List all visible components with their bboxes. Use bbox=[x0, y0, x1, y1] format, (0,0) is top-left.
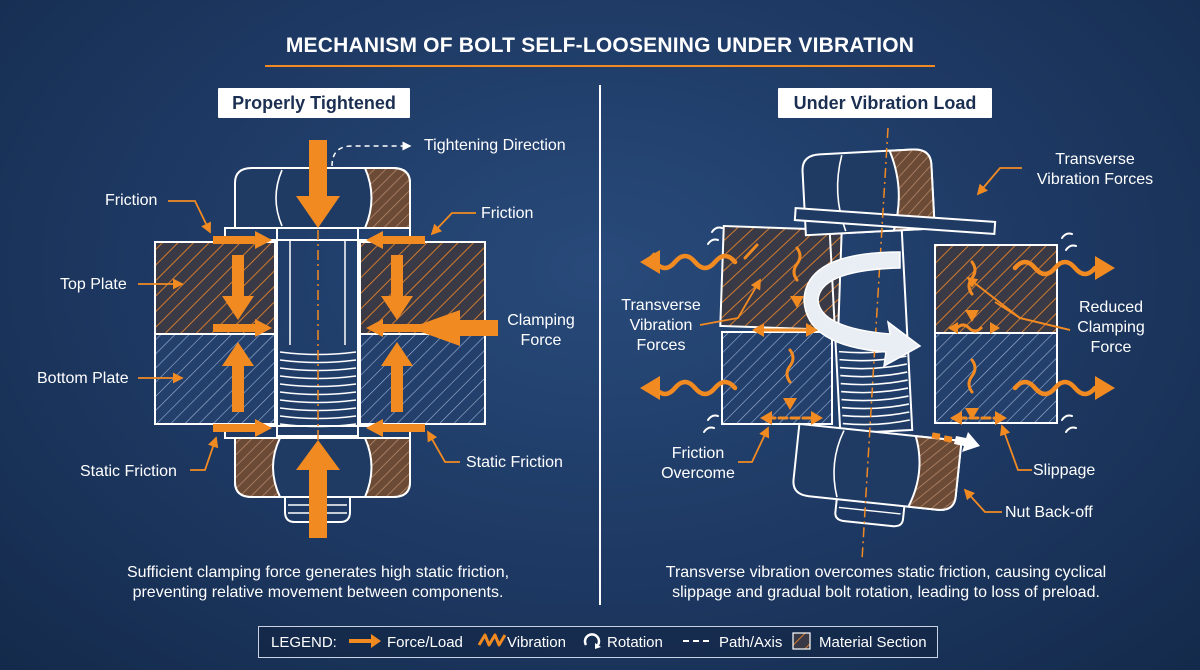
label-clamping-force: Clamping Force bbox=[497, 311, 585, 351]
label-transverse-left-line1: Transverse bbox=[621, 297, 701, 314]
left-caption-line1: Sufficient clamping force generates high… bbox=[126, 564, 510, 581]
label-nut-backoff: Nut Back-off bbox=[1005, 504, 1093, 521]
label-transverse-top: Transverse Vibration Forces bbox=[1020, 150, 1170, 190]
thread-line bbox=[842, 419, 910, 426]
rp-bolt-axis bbox=[861, 127, 889, 561]
legend-item-path: Path/Axis bbox=[719, 634, 783, 651]
right-panel-heading: Under Vibration Load bbox=[778, 88, 992, 118]
legend-item-rotation: Rotation bbox=[607, 634, 663, 651]
label-top-plate: Top Plate bbox=[60, 276, 127, 293]
left-caption-line2: preventing relative movement between com… bbox=[132, 584, 504, 601]
rp-bottom-plate-right bbox=[934, 332, 1058, 424]
thread-line bbox=[841, 395, 909, 402]
label-static-friction-right: Static Friction bbox=[466, 454, 563, 471]
right-caption: Transverse vibration overcomes static fr… bbox=[626, 563, 1146, 603]
right-assembly bbox=[719, 127, 1058, 561]
label-transverse-left: Transverse Vibration Forces bbox=[606, 296, 716, 356]
label-transverse-left-line2: Vibration bbox=[629, 317, 693, 334]
legend: LEGEND: Force/Load Vibration Rotation Pa… bbox=[258, 626, 938, 658]
rp-top-washer bbox=[793, 206, 997, 236]
label-reduced-line2: Clamping bbox=[1077, 319, 1145, 336]
thread-line bbox=[841, 387, 909, 394]
label-transverse-top-line2: Vibration Forces bbox=[1036, 171, 1154, 188]
page-title: MECHANISM OF BOLT SELF-LOOSENING UNDER V… bbox=[285, 34, 915, 57]
wave-icon bbox=[477, 633, 507, 647]
legend-item-material: Material Section bbox=[819, 634, 927, 651]
hatch-icon bbox=[792, 632, 811, 650]
bottom-plate-right bbox=[359, 333, 486, 425]
label-transverse-left-line3: Forces bbox=[636, 337, 686, 354]
rp-bolt-threads bbox=[838, 347, 910, 426]
rotation-arrow-icon bbox=[803, 251, 922, 368]
thread-line bbox=[279, 383, 357, 388]
rp-arrowheads bbox=[752, 296, 1007, 425]
vibration-ticks bbox=[703, 226, 1077, 433]
label-slippage: Slippage bbox=[1033, 462, 1096, 479]
label-clamping-line2: Force bbox=[520, 332, 562, 349]
legend-item-vibration: Vibration bbox=[507, 634, 566, 651]
legend-item-force: Force/Load bbox=[387, 634, 463, 651]
label-tightening-direction: Tightening Direction bbox=[424, 137, 566, 154]
dashed-line-icon bbox=[683, 640, 713, 642]
label-friction-overcome: Friction Overcome bbox=[648, 444, 748, 484]
left-force-arrows bbox=[213, 140, 498, 538]
rp-bottom-plate-left bbox=[721, 331, 833, 425]
slippage-arrow-icon bbox=[931, 432, 980, 452]
vibration-waves bbox=[652, 253, 1098, 397]
left-panel-heading: Properly Tightened bbox=[218, 88, 410, 118]
left-caption: Sufficient clamping force generates high… bbox=[58, 563, 578, 603]
legend-prefix: LEGEND: bbox=[271, 634, 337, 651]
top-plate-right bbox=[359, 241, 486, 335]
thread-line bbox=[279, 359, 357, 364]
label-reduced-line3: Force bbox=[1090, 339, 1132, 356]
label-friction-left: Friction bbox=[105, 192, 158, 209]
rotation-icon bbox=[583, 633, 601, 649]
label-friction-right: Friction bbox=[481, 205, 534, 222]
label-static-friction-left: Static Friction bbox=[80, 463, 177, 480]
title-underline bbox=[265, 65, 935, 67]
label-reduced-clamping: Reduced Clamping Force bbox=[1066, 298, 1156, 358]
label-bottom-plate: Bottom Plate bbox=[37, 370, 129, 387]
bottom-plate-left bbox=[154, 333, 276, 425]
right-caption-line2: slippage and gradual bolt rotation, lead… bbox=[672, 584, 1100, 601]
thread-line bbox=[841, 403, 910, 410]
tightening-direction-leader bbox=[331, 141, 412, 167]
right-caption-line1: Transverse vibration overcomes static fr… bbox=[665, 564, 1107, 581]
label-clamping-line1: Clamping bbox=[507, 312, 575, 329]
label-friction-overcome-line1: Friction bbox=[671, 445, 725, 462]
rp-top-plate-right bbox=[934, 244, 1058, 334]
vibration-arrowheads bbox=[640, 250, 1115, 400]
label-transverse-top-line1: Transverse bbox=[1055, 151, 1135, 168]
arrow-icon bbox=[349, 634, 381, 648]
left-leader-lines bbox=[138, 200, 476, 471]
rp-internal-forces bbox=[743, 243, 1002, 420]
thread-line bbox=[279, 399, 357, 404]
thread-line bbox=[842, 411, 910, 418]
label-friction-overcome-line2: Overcome bbox=[661, 465, 735, 482]
label-reduced-line1: Reduced bbox=[1078, 299, 1144, 316]
right-leader-lines bbox=[699, 167, 1071, 513]
thread-line bbox=[840, 371, 908, 378]
thread-line bbox=[840, 379, 908, 386]
